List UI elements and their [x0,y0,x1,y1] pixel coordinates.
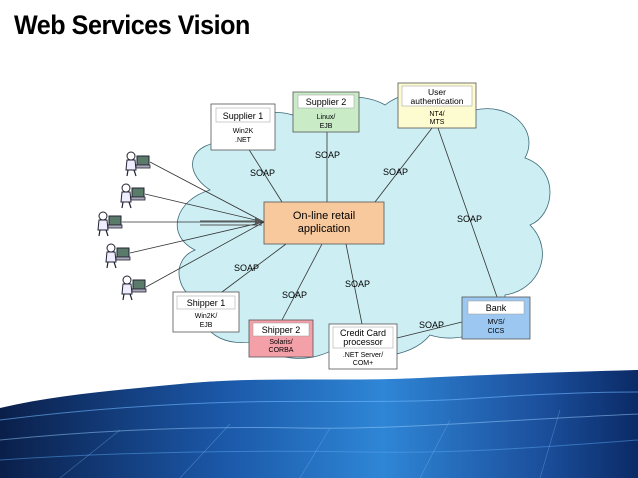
center-label-line1: On-line retail [293,210,355,222]
bank-sub1: MVS/ [487,319,504,326]
user-auth-sub1: NT4/ [429,111,444,118]
center-label-line2: application [298,223,351,235]
user-at-computer-icon [97,211,123,237]
shipper1-title: Shipper 1 [187,298,226,308]
supplier1-sub2: .NET [235,137,252,144]
credit-card-title1: Credit Card [340,328,386,338]
bank-sub2: CICS [488,328,505,335]
node-supplier2: Supplier 2 Linux/ EJB [292,91,360,133]
user-at-computer-icon [125,151,151,177]
user-at-computer-icon [105,243,131,269]
user-auth-sub2: MTS [430,119,445,126]
bottom-banner [0,370,638,478]
user-at-computer-icon [120,183,146,209]
user-at-computer-icon [121,275,147,301]
connectors [122,127,498,339]
shipper2-title: Shipper 2 [262,325,301,335]
soap-label-supplier2: SOAP [315,150,340,160]
soap-label-credit-card: SOAP [345,279,370,289]
supplier1-sub1: Win2K [233,128,254,135]
soap-label-cc-bank: SOAP [419,320,444,330]
soap-label-shipper1: SOAP [234,263,259,273]
node-supplier1: Supplier 1 Win2K .NET [210,103,276,151]
shipper2-sub2: CORBA [269,347,294,354]
soap-label-shipper2: SOAP [282,290,307,300]
user-auth-title1: User [428,87,446,97]
node-shipper1: Shipper 1 Win2K/ EJB [172,291,240,333]
credit-card-sub2: COM+ [353,360,373,367]
shipper1-sub2: EJB [200,322,213,329]
node-credit-card-processor: Credit Card processor .NET Server/ COM+ [328,323,398,370]
request-arrow [200,217,263,226]
supplier2-sub2: EJB [320,123,333,130]
shipper2-sub1: Solaris/ [269,339,292,346]
soap-label-user-auth: SOAP [383,167,408,177]
supplier2-sub1: Linux/ [317,114,336,121]
soap-label-bank: SOAP [457,214,482,224]
node-bank: Bank MVS/ CICS [461,296,531,340]
shipper1-sub1: Win2K/ [195,313,218,320]
slide-title: Web Services Vision [14,10,250,40]
supplier2-title: Supplier 2 [306,97,347,107]
soap-label-supplier1: SOAP [250,168,275,178]
credit-card-title2: processor [343,337,383,347]
credit-card-sub1: .NET Server/ [343,352,383,359]
supplier1-title: Supplier 1 [223,111,264,121]
bank-title: Bank [486,303,507,313]
center-node-online-retail: On-line retail application [263,201,385,245]
user-auth-title2: authentication [411,96,464,106]
node-shipper2: Shipper 2 Solaris/ CORBA [248,319,314,358]
node-user-authentication: User authentication NT4/ MTS [397,82,477,129]
